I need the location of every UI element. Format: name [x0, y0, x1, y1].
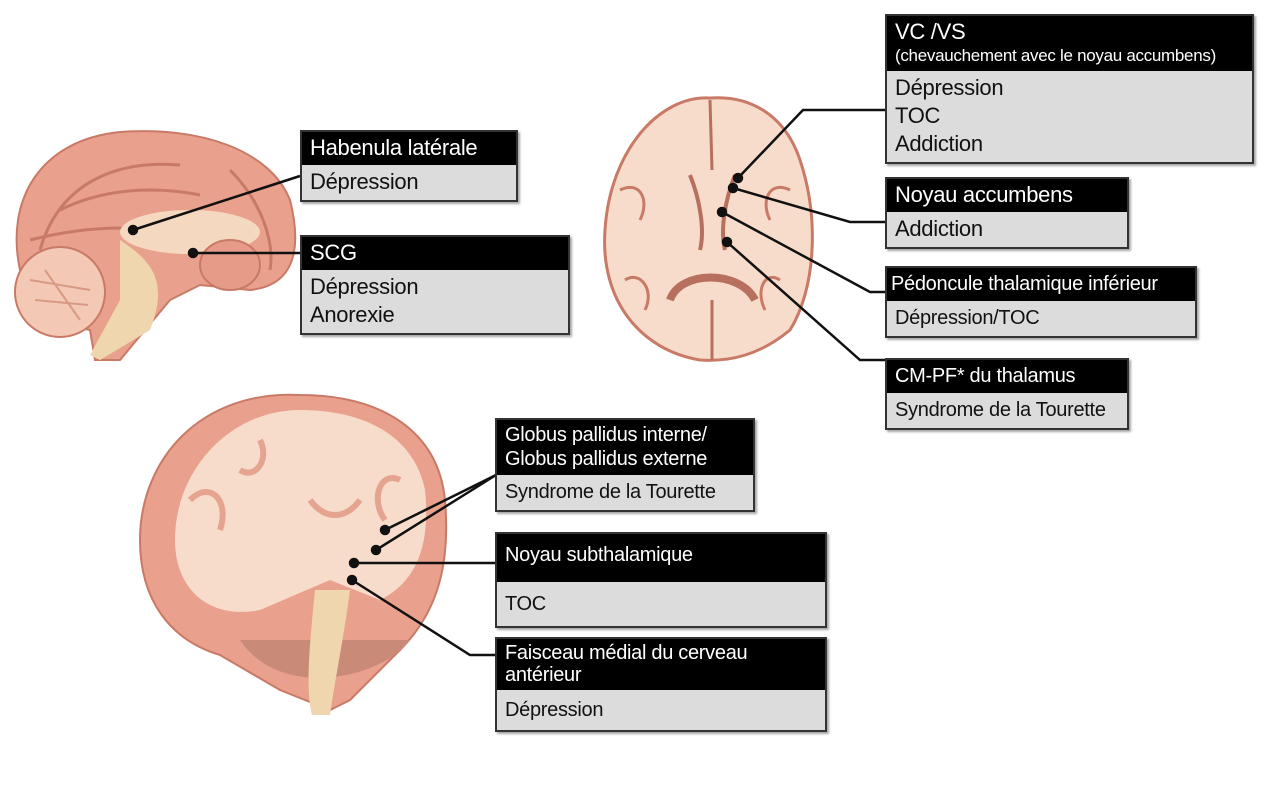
label-title-line: Globus pallidus interne/ — [505, 424, 707, 446]
label-conditions: TOC — [497, 582, 825, 626]
label-globus-pallidus: Globus pallidus interne/Globus pallidus … — [495, 418, 755, 512]
condition: Syndrome de la Tourette — [895, 399, 1106, 421]
condition: Dépression — [310, 169, 419, 194]
label-noyau-subthalamique: Noyau subthalamique TOC — [495, 532, 827, 628]
condition: Dépression — [505, 699, 604, 721]
label-scg: SCG Dépression Anorexie — [300, 235, 570, 335]
label-pedoncule-thalamique: Pédoncule thalamique inférieur Dépressio… — [885, 266, 1197, 338]
label-habenula-laterale: Habenula latérale Dépression — [300, 130, 518, 202]
label-title: Globus pallidus interne/Globus pallidus … — [497, 420, 753, 475]
label-conditions: Syndrome de la Tourette — [497, 475, 753, 510]
condition: Addiction — [895, 131, 983, 156]
condition: Addiction — [895, 216, 983, 241]
label-title: CM-PF* du thalamus — [887, 360, 1127, 393]
label-conditions: Syndrome de la Tourette — [887, 393, 1127, 428]
label-title: Noyau accumbens — [887, 179, 1127, 212]
label-noyau-accumbens: Noyau accumbens Addiction — [885, 177, 1129, 249]
condition: Dépression — [895, 75, 1004, 100]
label-conditions: Addiction — [887, 212, 1127, 247]
label-conditions: Dépression — [302, 165, 516, 200]
label-conditions: Dépression Anorexie — [302, 270, 568, 333]
label-vc-vs: VC /VS (chevauchement avec le noyau accum… — [885, 14, 1254, 164]
label-title: VC /VS (chevauchement avec le noyau accum… — [887, 16, 1252, 71]
label-subtitle: (chevauchement avec le noyau accumbens) — [895, 46, 1216, 65]
label-title: Pédoncule thalamique inférieur — [887, 268, 1195, 301]
label-title: SCG — [302, 237, 568, 270]
label-title-line: antérieur — [505, 664, 582, 686]
label-title-text: VC /VS — [895, 19, 966, 44]
condition: Anorexie — [310, 302, 395, 327]
label-conditions: Dépression — [497, 690, 825, 730]
axial-brain-image — [603, 96, 814, 362]
sagittal-brain-image — [14, 130, 297, 361]
leader-lines — [127, 108, 885, 657]
label-title-line: Faisceau médial du cerveau — [505, 642, 748, 664]
label-title-line: Globus pallidus externe — [505, 448, 708, 470]
coronal-brain-image — [138, 393, 448, 715]
condition: Dépression/TOC — [895, 307, 1040, 329]
condition: Dépression — [310, 274, 419, 299]
label-title: Noyau subthalamique — [497, 534, 825, 582]
label-conditions: Dépression/TOC — [887, 301, 1195, 336]
condition: TOC — [895, 103, 941, 128]
label-cm-pf-thalamus: CM-PF* du thalamus Syndrome de la Touret… — [885, 358, 1129, 430]
label-conditions: Dépression TOC Addiction — [887, 71, 1252, 162]
condition: Syndrome de la Tourette — [505, 481, 716, 503]
label-title: Habenula latérale — [302, 132, 516, 165]
condition: TOC — [505, 593, 546, 615]
